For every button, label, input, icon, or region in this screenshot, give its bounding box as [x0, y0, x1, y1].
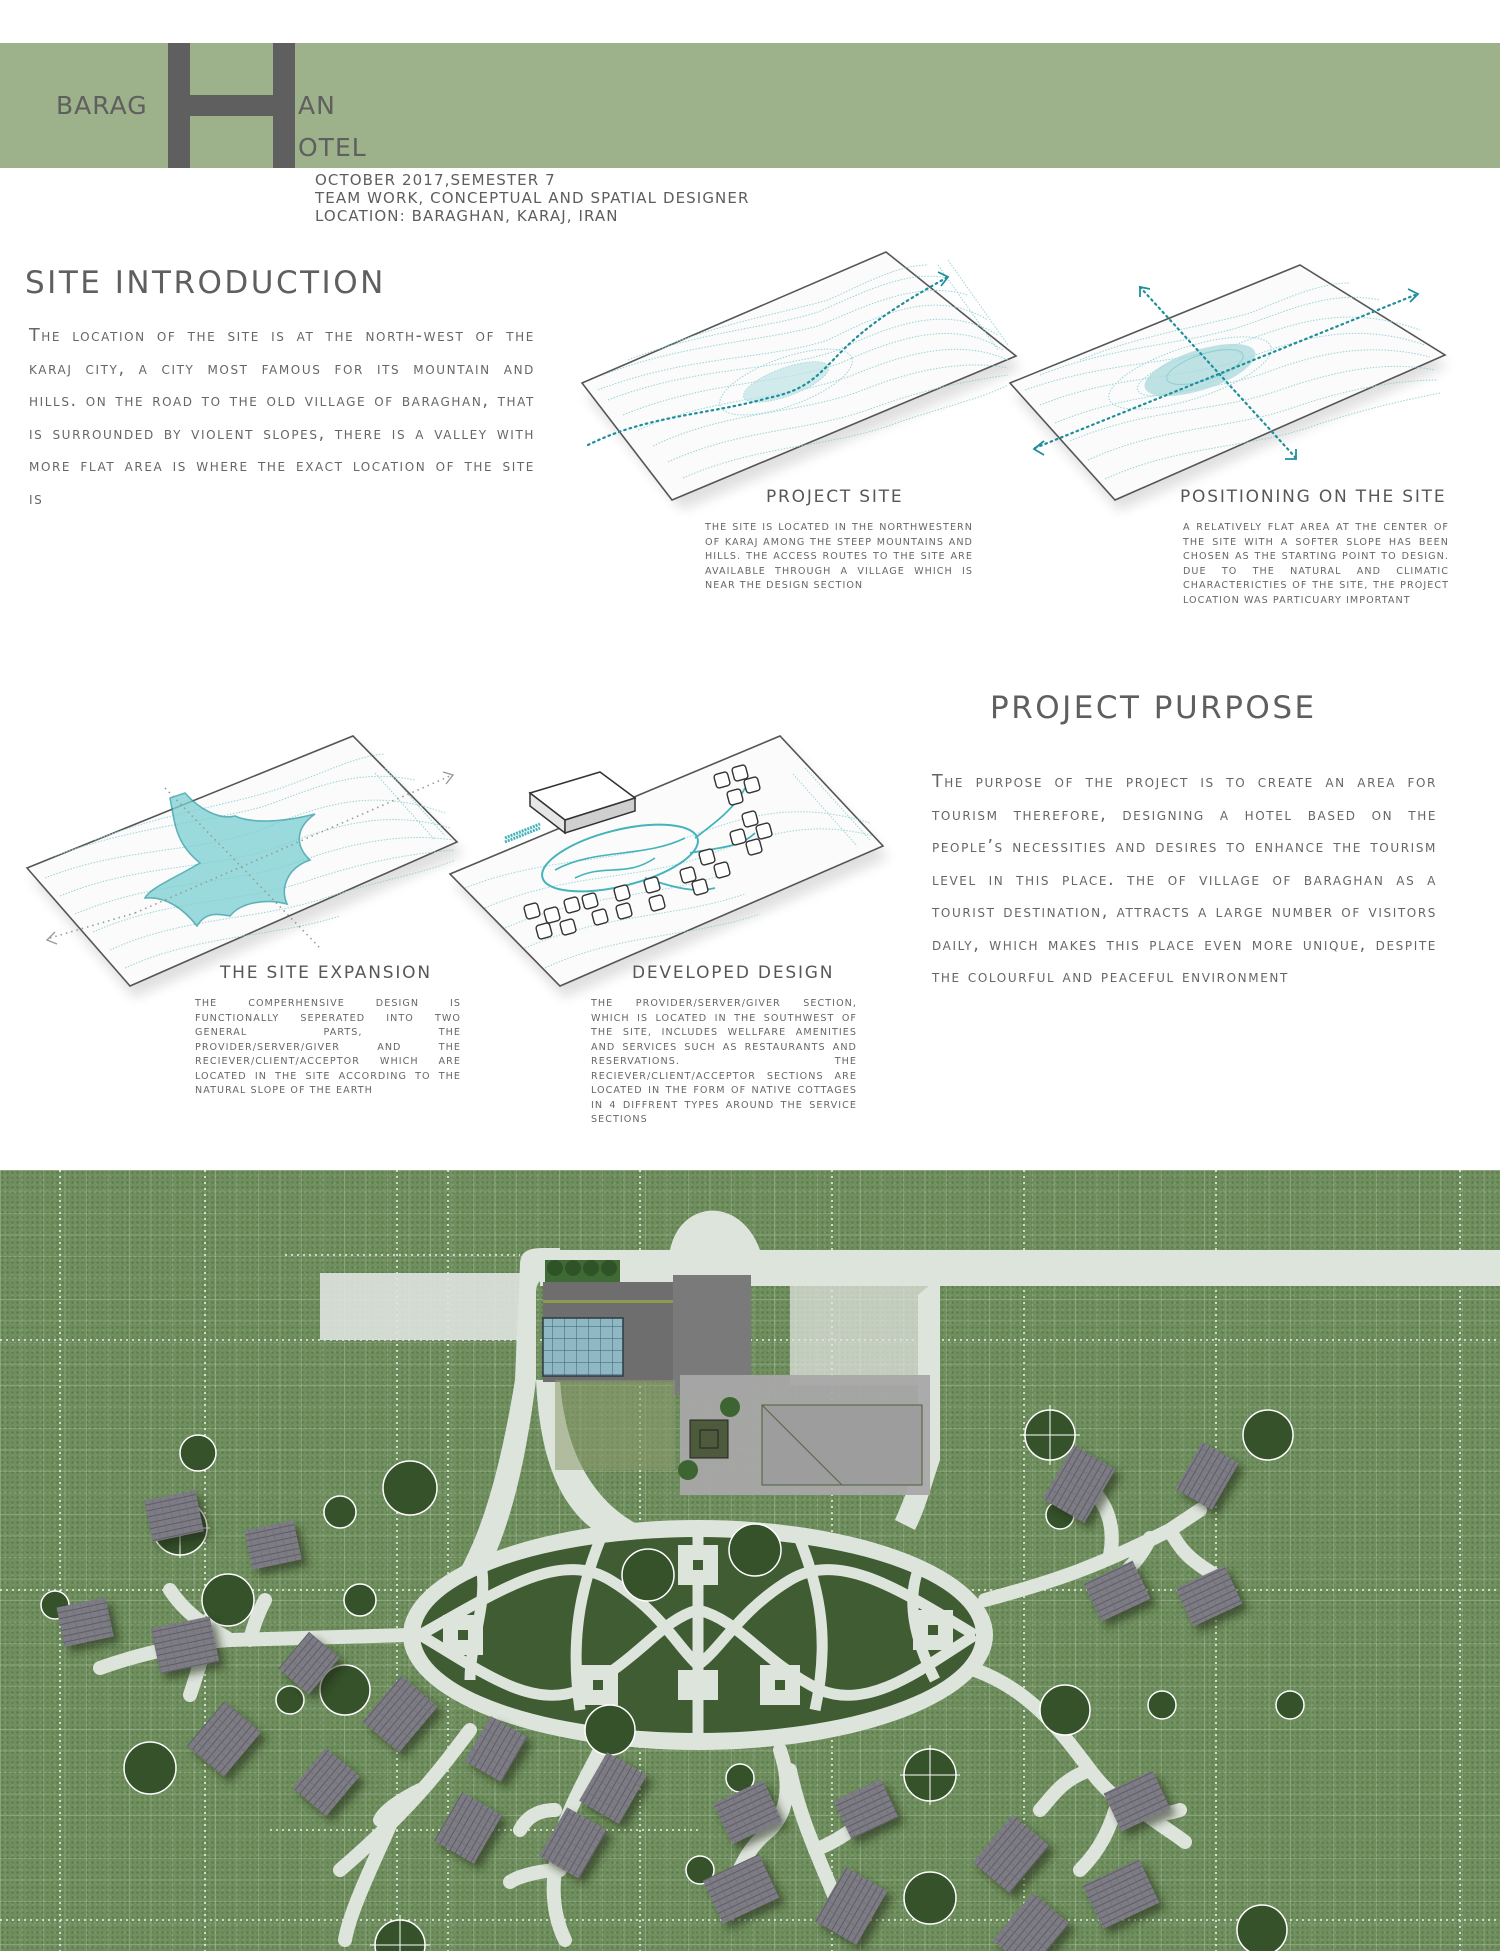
site-expansion-label: THE SITE EXPANSION	[220, 963, 432, 983]
project-meta: OCTOBER 2017,SEMESTER 7 TEAM WORK, CONCE…	[315, 171, 749, 225]
glass-atrium	[542, 1317, 624, 1377]
parking-lot-west	[320, 1273, 525, 1340]
site-plan	[0, 1170, 1500, 1951]
site-introduction-body: The location of the site is at the north…	[29, 326, 535, 509]
site-plan-drawing	[0, 1170, 1500, 1951]
project-site-label: PROJECT SITE	[766, 487, 904, 507]
site-expansion-diagram	[25, 728, 465, 998]
positioning-caption: A RELATIVELY FLAT AREA AT THE CENTER OF …	[1183, 522, 1449, 606]
positioning-diagram	[1000, 264, 1450, 511]
hotel-building	[542, 1260, 930, 1495]
title-part-barag: BARAG	[56, 91, 148, 120]
project-site-diagram	[568, 250, 1022, 510]
developed-design-label: DEVELOPED DESIGN	[632, 963, 835, 983]
meta-location: LOCATION: BARAGHAN, KARAJ, IRAN	[315, 207, 619, 225]
developed-design-caption: THE PROVIDER/SERVER/GIVER SECTION, WHICH…	[591, 998, 857, 1125]
title-part-an: AN	[298, 91, 336, 120]
site-introduction-heading: SITE INTRODUCTION	[25, 265, 386, 301]
logo-letter-h-crossbar	[168, 95, 295, 116]
oval-courtyard	[403, 1520, 993, 1750]
project-site-caption: THE SITE IS LOCATED IN THE NORTHWESTERN …	[705, 522, 973, 591]
title-part-otel: OTEL	[298, 133, 367, 162]
meta-date: OCTOBER 2017,SEMESTER 7	[315, 171, 556, 189]
meta-role: TEAM WORK, CONCEPTUAL AND SPATIAL DESIGN…	[315, 189, 750, 207]
project-purpose-heading: PROJECT PURPOSE	[990, 690, 1317, 726]
developed-design-diagram	[445, 728, 890, 998]
positioning-label: POSITIONING ON THE SITE	[1180, 487, 1447, 507]
site-expansion-caption: THE COMPERHENSIVE DESIGN IS FUNCTIONALLY…	[195, 998, 461, 1096]
native-cottages	[56, 1442, 1243, 1951]
project-purpose-body: The purpose of the project is to create …	[932, 772, 1437, 987]
parking-lot-east	[790, 1285, 930, 1385]
